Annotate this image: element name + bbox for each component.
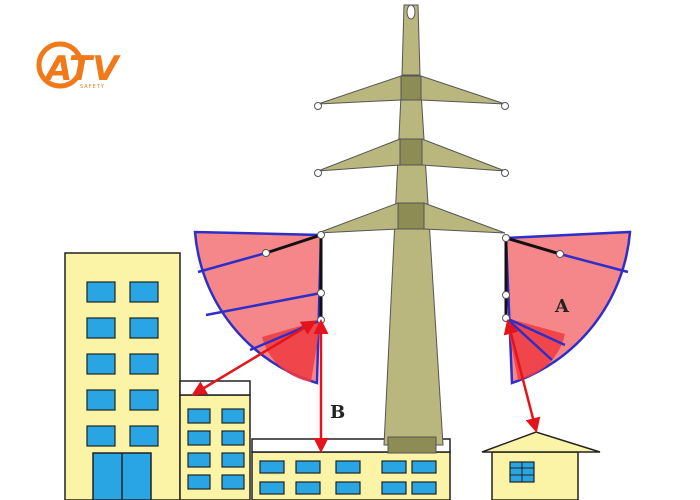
building-window	[335, 460, 361, 474]
clearance-arrow-middle-building	[191, 320, 317, 396]
building-window	[259, 481, 285, 495]
building-window	[221, 474, 245, 490]
building-window	[129, 389, 159, 411]
middle-building-parapet	[179, 380, 251, 396]
building-window	[411, 460, 437, 474]
left-clearance-zone	[193, 230, 325, 385]
building-window	[129, 281, 159, 303]
building-window	[411, 481, 437, 495]
building-window	[187, 474, 211, 490]
building-window	[187, 408, 211, 424]
middle-building-windows	[187, 408, 245, 490]
middle-building	[179, 380, 251, 500]
tower-top-insulator	[406, 4, 416, 20]
building-window	[86, 425, 116, 447]
tower-base	[387, 436, 437, 454]
building-window	[221, 452, 245, 468]
tall-building	[64, 252, 181, 500]
label-b: B	[330, 402, 345, 423]
building-window	[86, 281, 116, 303]
building-window	[221, 408, 245, 424]
clearance-arrow-a	[503, 319, 541, 433]
logo-text: ATV	[43, 49, 121, 89]
building-window	[221, 430, 245, 446]
building-window	[86, 353, 116, 375]
building-window	[129, 317, 159, 339]
logo-subtext: SAFETY	[80, 84, 105, 90]
label-a: A	[554, 296, 570, 317]
building-window	[129, 425, 159, 447]
logo-ring-icon	[36, 41, 84, 89]
building-window	[187, 452, 211, 468]
building-window	[129, 353, 159, 375]
atv-logo: ATV SAFETY	[36, 41, 121, 90]
low-building	[251, 438, 451, 500]
building-window	[295, 481, 321, 495]
building-window	[381, 481, 407, 495]
left-insulator-swung	[265, 233, 322, 255]
building-window	[335, 481, 361, 495]
house-roof	[481, 431, 601, 453]
building-window	[187, 430, 211, 446]
right-insulator-swung	[505, 236, 561, 256]
building-window	[86, 317, 116, 339]
transmission-tower	[314, 4, 509, 454]
building-window	[295, 460, 321, 474]
low-building-windows	[259, 460, 437, 495]
building-window	[381, 460, 407, 474]
small-house	[481, 431, 601, 500]
building-window	[259, 460, 285, 474]
building-window	[86, 389, 116, 411]
tall-building-windows	[86, 281, 159, 447]
